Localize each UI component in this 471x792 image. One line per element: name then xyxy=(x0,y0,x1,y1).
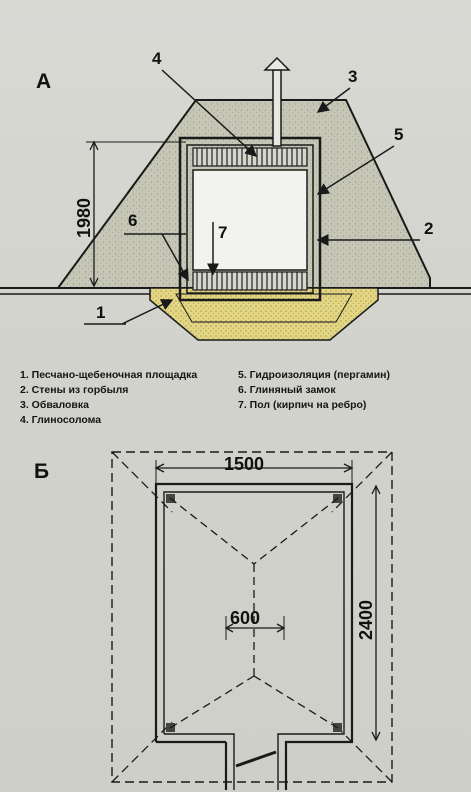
clay-lock-layer xyxy=(175,293,353,323)
callout-4-leader xyxy=(161,69,258,158)
legend-item: 3. Обваловка xyxy=(20,399,89,411)
hip-line-bl xyxy=(111,721,173,783)
roof-ridge-lines xyxy=(169,497,339,729)
legend-item: 4. Глиносолома xyxy=(20,414,102,426)
wall-inner xyxy=(163,491,345,790)
section-a-cross-section: 1980 А 4 3 5 2 6 7 1 xyxy=(0,49,471,341)
legend-item: 6. Глиняный замок xyxy=(238,384,336,396)
sand-gravel-pad xyxy=(149,287,379,341)
callout-5: 5 xyxy=(394,125,403,144)
legend-item: 2. Стены из горбыля xyxy=(20,384,129,396)
mound-footprint xyxy=(111,451,393,783)
callout-1-leader xyxy=(121,299,174,325)
legend-item: 5. Гидроизоляция (пергамин) xyxy=(238,369,390,381)
inner-dimension-label: 600 xyxy=(230,608,260,628)
callout-1: 1 xyxy=(96,303,105,322)
callout-4: 4 xyxy=(152,49,162,68)
entrance-step xyxy=(235,750,277,768)
callout-3: 3 xyxy=(348,67,357,86)
legend: 1. Песчано-щебеночная площадка 2. Стены … xyxy=(20,368,460,432)
section-b-label: Б xyxy=(34,460,49,483)
brick-floor xyxy=(192,271,308,291)
vent-pipe xyxy=(272,69,282,147)
callout-2: 2 xyxy=(424,219,433,238)
hip-line-tl xyxy=(111,451,173,513)
section-b-plan-view: Б 1500 xyxy=(34,451,393,790)
callout-3-leader xyxy=(316,87,351,113)
cellar-interior xyxy=(192,169,308,271)
legend-item: 7. Пол (кирпич на ребро) xyxy=(238,399,367,411)
wall-outer xyxy=(154,482,354,790)
callout-7: 7 xyxy=(218,223,227,242)
callout-6-leader xyxy=(161,233,189,282)
section-a-label: А xyxy=(36,70,51,93)
callout-5-leader xyxy=(316,145,395,195)
wall-inner-bottom-left xyxy=(164,733,235,790)
length-dimension-label: 2400 xyxy=(356,600,376,640)
callout-6: 6 xyxy=(128,211,137,230)
width-dimension-label: 1500 xyxy=(224,454,264,474)
height-dimension-label: 1980 xyxy=(74,198,94,238)
wall-frame xyxy=(178,136,322,302)
legend-item: 1. Песчано-щебеночная площадка xyxy=(20,369,198,381)
vent-cap xyxy=(263,56,291,71)
